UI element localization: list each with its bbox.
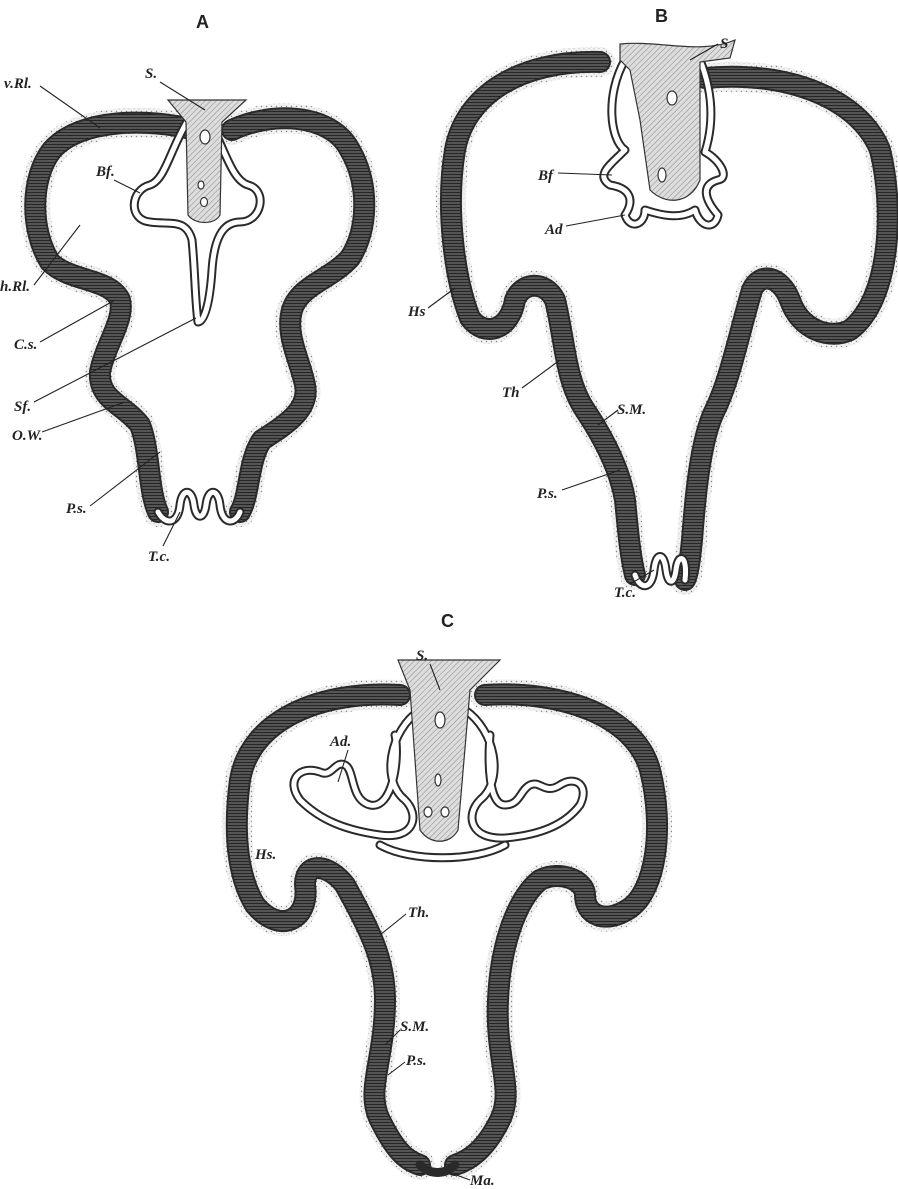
label-a-vrl: v.Rl.	[4, 76, 32, 92]
label-a-ps: P.s.	[66, 501, 87, 517]
label-b-th: Th	[502, 385, 520, 401]
panel-a-body-wall-right-texture	[232, 118, 364, 512]
panel-c-vessel	[435, 774, 441, 786]
label-b-hs: Hs	[407, 304, 426, 320]
panel-c-vessel	[435, 712, 445, 728]
leader-a-bf	[114, 180, 140, 193]
label-a-ow: O.W.	[12, 428, 43, 444]
label-a-sf: Sf.	[14, 399, 31, 415]
panel-b-vessel	[667, 91, 677, 105]
panel-c-vessel	[424, 807, 432, 817]
leader-c-th	[380, 914, 406, 935]
panel-a-vessel	[200, 130, 210, 144]
label-a-s: S.	[145, 66, 157, 82]
label-b-sm: S.M.	[617, 402, 646, 418]
panel-c-mouth-lip	[420, 1165, 455, 1173]
panel-c-septal-fold-right-inner	[465, 710, 583, 838]
panel-a-letter: A	[196, 12, 209, 32]
panel-a: A v.Rl. S. Bf. h.Rl. C.s. Sf. O.W. P.	[0, 12, 364, 565]
panel-b: B S Bf Ad Hs Th S.M. P.s. T.c.	[407, 6, 888, 601]
label-c-sm: S.M.	[400, 1019, 429, 1035]
label-c-th: Th.	[408, 905, 429, 921]
label-c-s: S.	[416, 648, 428, 664]
label-a-cs: C.s.	[14, 337, 37, 353]
label-a-hrl: h.Rl.	[0, 279, 30, 295]
panel-c-septal-fold-inner	[294, 710, 420, 836]
label-b-ad: Ad	[544, 222, 563, 238]
label-a-bf: Bf.	[95, 164, 115, 180]
panel-a-vessel	[198, 181, 204, 189]
label-a-tc: T.c.	[148, 549, 170, 565]
panel-c: C S. Ad. Hs. Th. S.M. P.s. Ma.	[237, 611, 657, 1189]
panel-b-body-wall-right-texture	[685, 77, 888, 580]
panel-c-vessel	[441, 807, 449, 817]
panel-a-vessel	[201, 198, 208, 207]
panel-b-vessel	[658, 168, 666, 182]
label-c-ad: Ad.	[329, 734, 351, 750]
label-b-bf: Bf	[537, 168, 555, 184]
label-c-hs: Hs.	[254, 847, 276, 863]
label-b-s: S	[720, 36, 728, 52]
label-b-ps: P.s.	[537, 486, 558, 502]
label-b-tc: T.c.	[614, 585, 636, 601]
panel-c-letter: C	[441, 611, 454, 631]
label-c-ma: Ma.	[469, 1173, 495, 1189]
label-c-ps: P.s.	[406, 1053, 427, 1069]
leader-b-ad	[566, 215, 625, 226]
panel-b-letter: B	[655, 6, 668, 26]
